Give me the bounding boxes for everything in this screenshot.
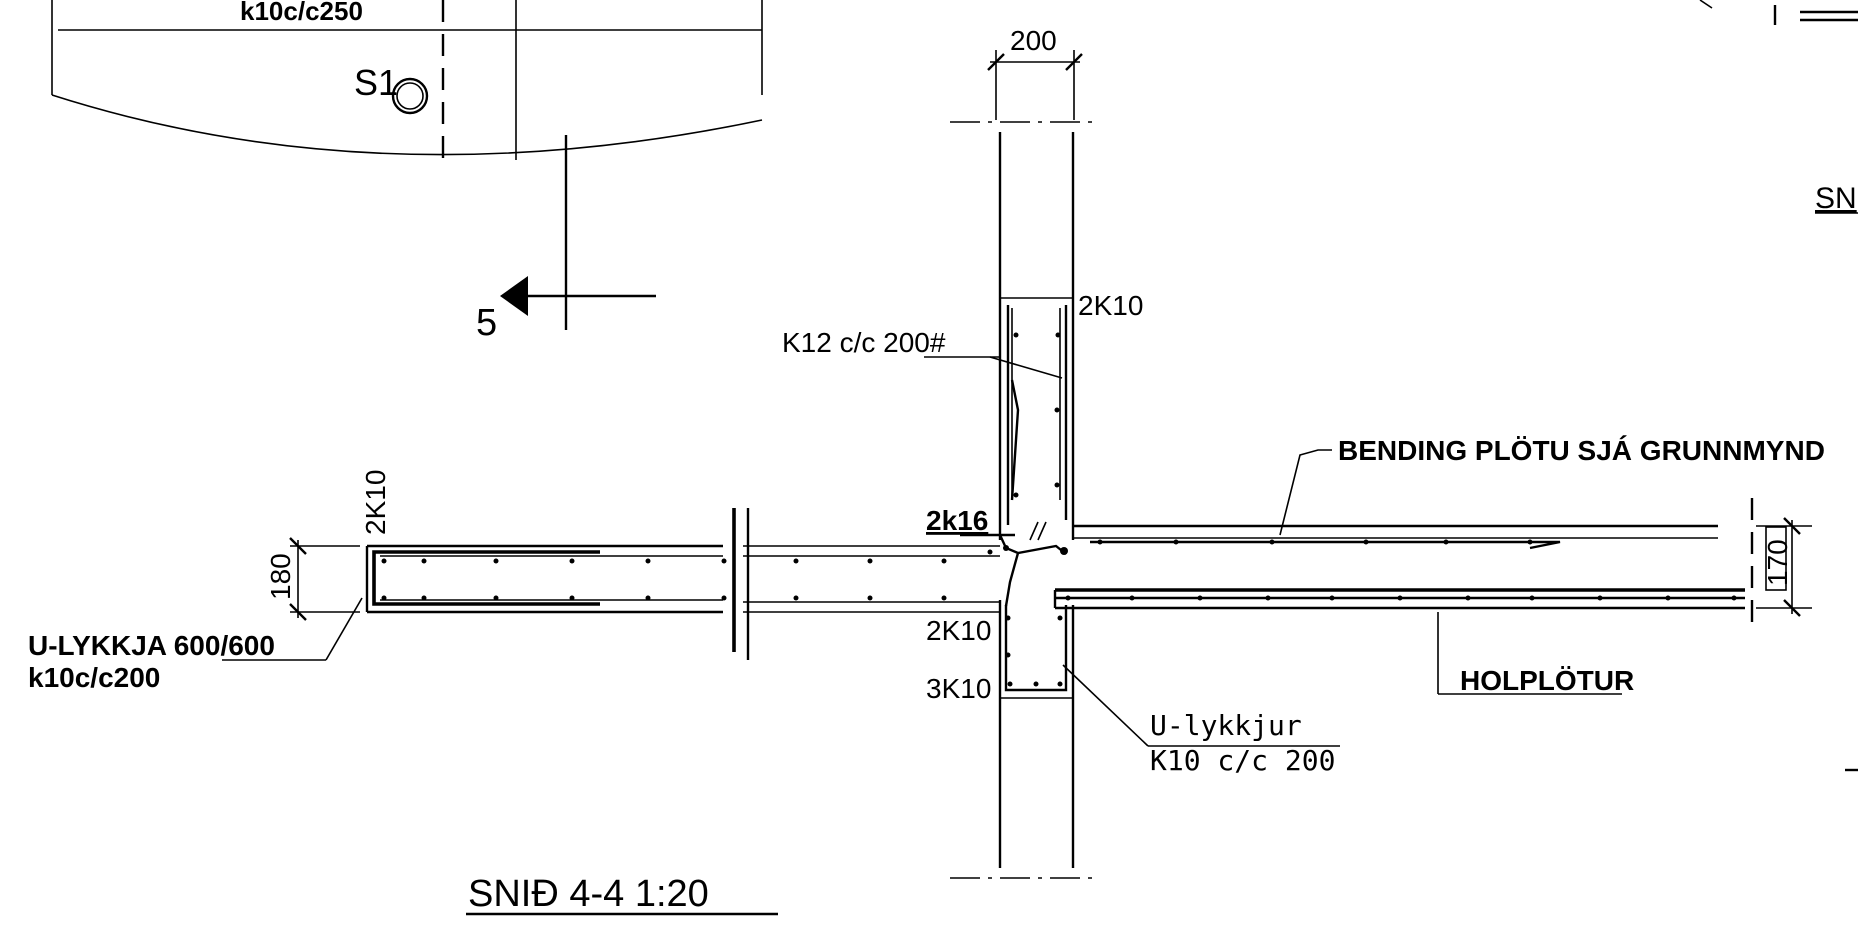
lower-bars-b-label: 3K10 (926, 673, 991, 704)
u-bar-label-line2: k10c/c200 (28, 662, 160, 693)
right-fragment: SN (1699, 0, 1858, 772)
u-loops-callout: U-lykkjur K10 c/c 200 (1062, 664, 1340, 777)
right-partial-title: SN (1815, 182, 1857, 215)
hollow-core-label: HOLPLÖTUR (1460, 665, 1634, 696)
slab-note-callout: BENDING PLÖTU SJÁ GRUNNMYND (1279, 435, 1825, 536)
wall-stirrups-label: K12 c/c 200# (782, 327, 946, 358)
u-loops-label-line1: U-lykkjur (1150, 709, 1302, 742)
hollow-core-callout: HOLPLÖTUR (1437, 612, 1634, 696)
u-loops-label-line2: K10 c/c 200 (1150, 744, 1335, 777)
beam-bars-label: 2k16 (926, 505, 988, 536)
lower-bars-a-label: 2K10 (926, 615, 991, 646)
s1-circle-icon (391, 77, 429, 115)
top-rebar-label: k10c/c250 (240, 0, 363, 26)
slab-note-label: BENDING PLÖTU SJÁ GRUNNMYND (1338, 435, 1825, 466)
section-title: SNIÐ 4-4 1:20 (466, 873, 778, 916)
wall: 200 (950, 25, 1094, 879)
dim-left-depth: 180 (265, 553, 296, 600)
section-cut-marker: 5 (476, 135, 656, 344)
u-bar-callout: U-LYKKJA 600/600 k10c/c200 (28, 597, 363, 693)
section-arrow-number: 5 (476, 302, 497, 344)
plan-fragment: k10c/c250 S1 (51, 0, 763, 170)
u-bar-label-line1: U-LYKKJA 600/600 (28, 630, 275, 661)
section-title-text: SNIÐ 4-4 1:20 (468, 873, 709, 915)
right-slab: 170 (1053, 498, 1812, 622)
left-slab: 180 2K10 (265, 470, 1000, 660)
wall-top-bars-label: 2K10 (1078, 290, 1143, 321)
dim-right-depth: 170 (1762, 539, 1793, 586)
dim-wall-width: 200 (1010, 25, 1057, 56)
section-arrow-icon (500, 276, 528, 316)
s1-marker-label: S1 (354, 62, 398, 103)
left-top-bars-label: 2K10 (360, 470, 391, 535)
joint-detail: 2k16 (926, 505, 1068, 607)
wall-annotations: 2K10 K12 c/c 200# 2K10 3K10 (782, 290, 1143, 704)
